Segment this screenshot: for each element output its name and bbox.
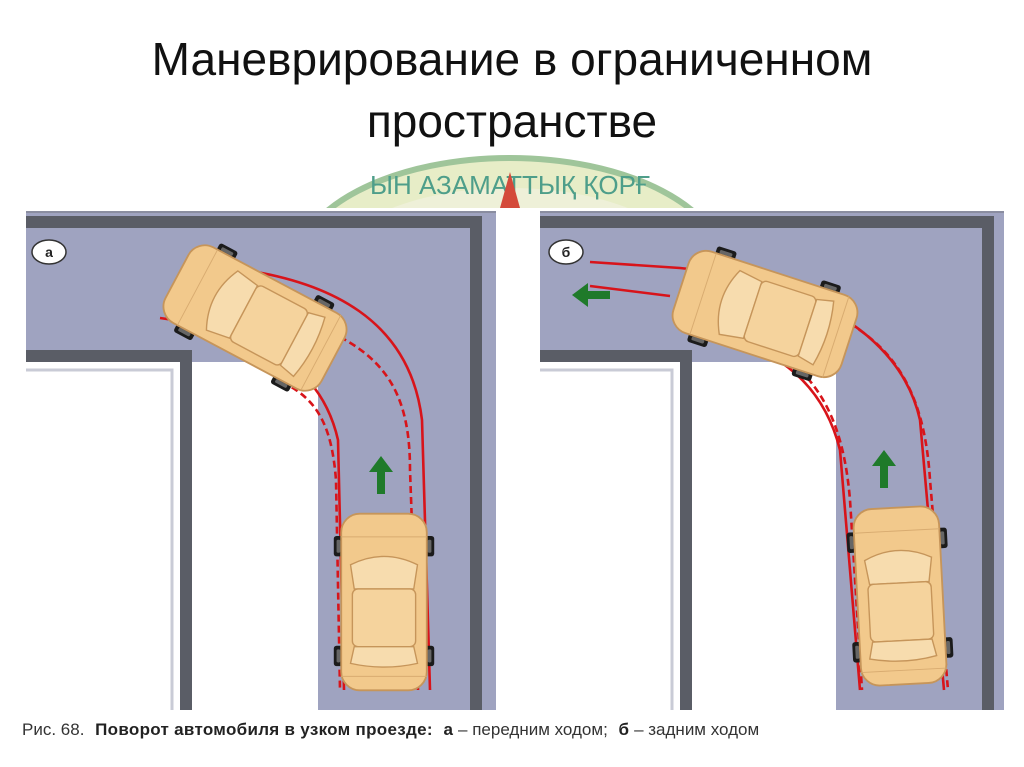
panel-a-label: а xyxy=(31,239,67,265)
caption-a-letter: а xyxy=(443,720,454,739)
panel-a: а xyxy=(26,211,496,710)
emblem-watermark: ЫН АЗАМАТТЫҚ ҚОРҒ xyxy=(280,150,740,208)
svg-text:б: б xyxy=(562,244,571,260)
title-line-2: пространстве xyxy=(366,95,658,147)
caption-a-text: – передним ходом; xyxy=(458,720,608,739)
caption-b-letter: б xyxy=(618,720,630,739)
caption-b-text: – задним ходом xyxy=(634,720,760,739)
caption-prefix: Рис. 68. xyxy=(22,720,85,739)
figure-caption: Рис. 68. Поворот автомобиля в узком прое… xyxy=(22,720,1012,740)
panel-a-car-start xyxy=(334,514,434,691)
slide-title: Маневрирование в ограниченном пространст… xyxy=(0,28,1024,152)
panel-b-label: б xyxy=(548,239,584,265)
caption-bold: Поворот автомобиля в узком проезде: xyxy=(95,720,433,739)
panel-b-car-start xyxy=(845,505,955,687)
panel-b: б xyxy=(540,211,1004,710)
svg-text:а: а xyxy=(45,244,53,260)
title-line-1: Маневрирование в ограниченном xyxy=(151,33,873,85)
